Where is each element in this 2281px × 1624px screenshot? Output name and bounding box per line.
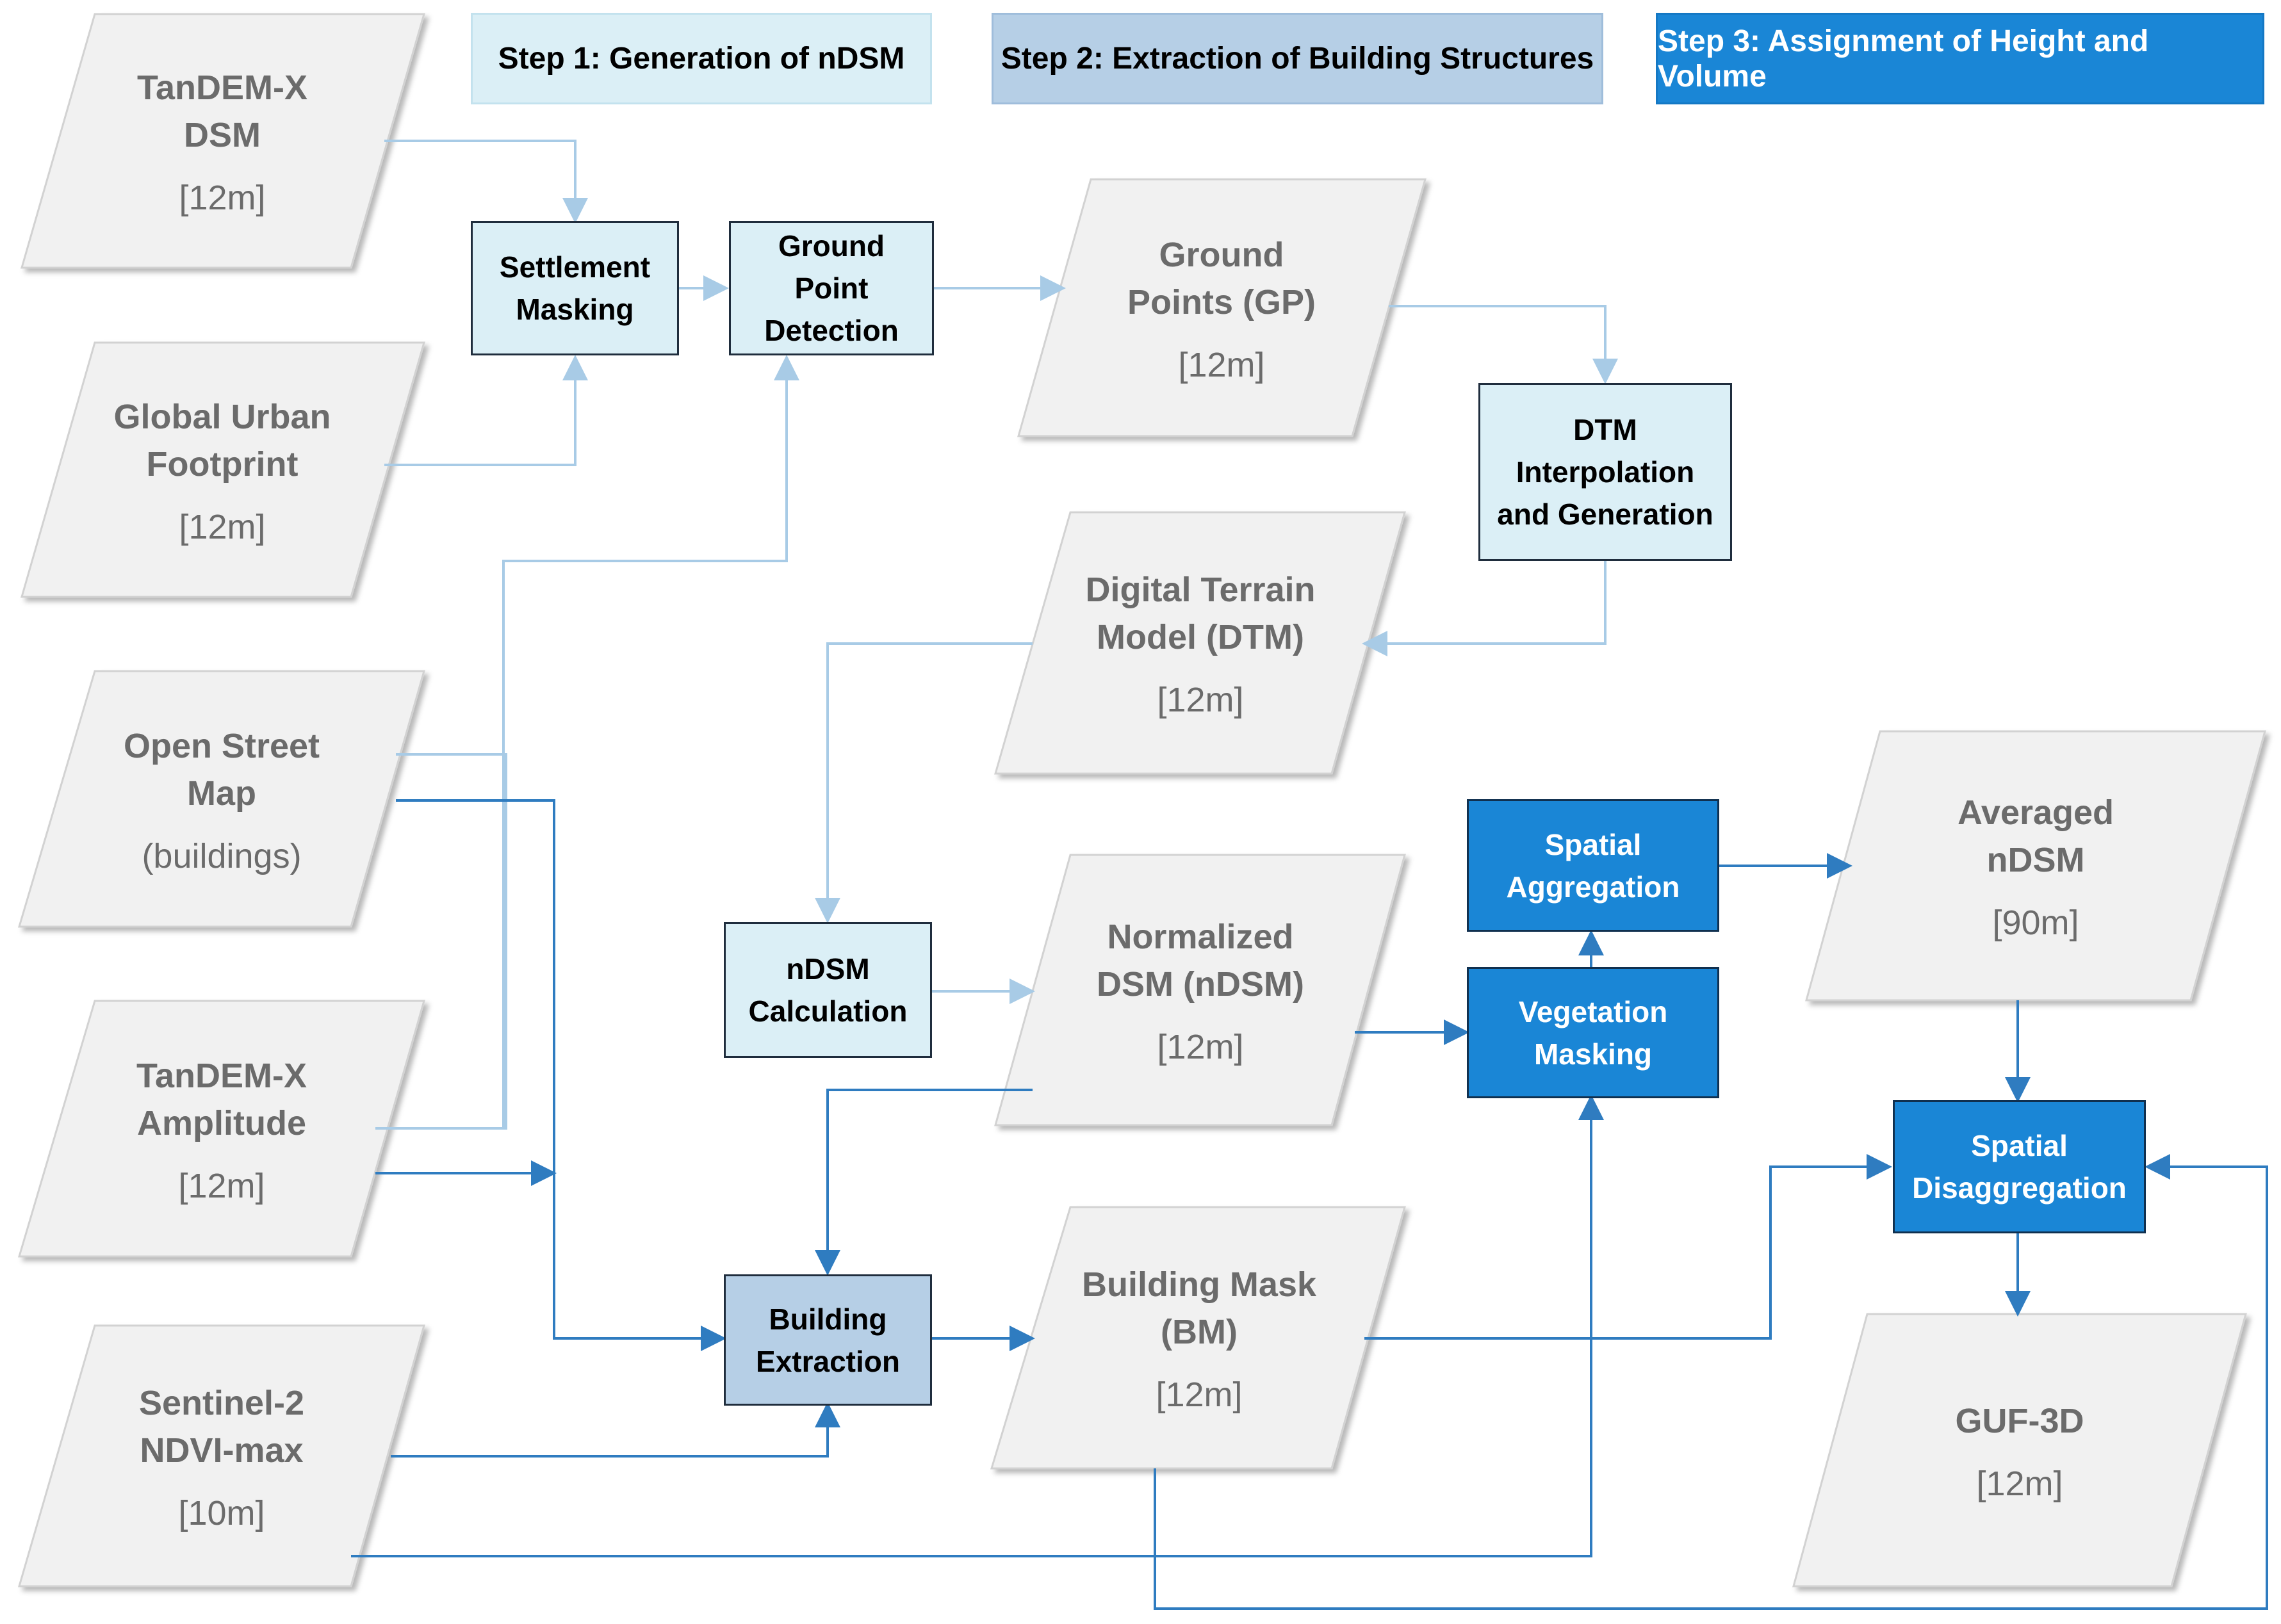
node-dtm-res: [12m] <box>1157 681 1244 719</box>
node-avg-ndsm-title: Averaged nDSM <box>1957 793 2114 879</box>
arrow-ndsm-to-building-extraction <box>815 1089 1033 1276</box>
legend-step-3: Step 3: Assignment of Height and Volume <box>1656 13 2264 104</box>
node-bm-title: Building Mask (BM) <box>1081 1265 1317 1351</box>
node-guf: Global Urban Footprint [12m] <box>58 343 387 597</box>
arrow-dsm-to-settlement <box>384 140 588 223</box>
node-dtm-title: Digital Terrain Model (DTM) <box>1085 571 1316 656</box>
node-osm: Open Street Map (buildings) <box>56 671 387 927</box>
node-sentinel-res: [10m] <box>178 1493 265 1532</box>
tandem-amp-shape <box>17 1000 425 1258</box>
node-dtm: Digital Terrain Model (DTM) [12m] <box>1033 512 1368 774</box>
node-ground-points-res: [12m] <box>1178 345 1265 384</box>
tandem-dsm-shape <box>20 13 425 269</box>
node-tandem-dsm-title: TanDEM-X DSM <box>137 69 307 154</box>
node-avg-ndsm-res: [90m] <box>1992 904 2079 942</box>
node-tandem-dsm-res: [12m] <box>179 179 266 217</box>
node-guf-title: Global Urban Footprint <box>113 397 331 483</box>
node-tandem-amp-res: [12m] <box>178 1166 265 1205</box>
data-node-shapes <box>17 13 2266 1587</box>
node-ndsm-title: Normalized DSM (nDSM) <box>1097 918 1304 1003</box>
sentinel-shape <box>18 1324 425 1587</box>
process-ndsm-calculation: nDSM Calculation <box>724 922 932 1058</box>
ground-points-shape <box>1017 178 1427 437</box>
node-bm: Building Mask (BM) [12m] <box>1030 1207 1368 1468</box>
arrow-dtm-to-ndsm-calc <box>815 642 1033 923</box>
node-sentinel-title: Sentinel-2 NDVI-max <box>138 1383 305 1470</box>
process-spatial-aggregation: Spatial Aggregation <box>1467 799 1719 932</box>
node-osm-title: Open Street Map <box>123 726 320 813</box>
step23-connectors <box>351 799 2268 1610</box>
process-building-extraction: Building Extraction <box>724 1274 932 1406</box>
legend-step-2: Step 2: Extraction of Building Structure… <box>992 13 1603 104</box>
osm-shape <box>17 670 425 928</box>
process-vegetation-masking: Vegetation Masking <box>1467 967 1719 1098</box>
process-dtm-interpolation: DTM Interpolation and Generation <box>1478 383 1732 561</box>
arrow-dtm-interp-to-dtm <box>1362 561 1607 656</box>
node-ndsm-res: [12m] <box>1157 1028 1244 1066</box>
ndsm-shape <box>994 854 1406 1126</box>
node-tandem-amp-title: TanDEM-X Amplitude <box>136 1056 307 1142</box>
arrow-sentinel-to-vegetation <box>351 1094 1604 1557</box>
node-tandem-amp: TanDEM-X Amplitude [12m] <box>56 1001 387 1256</box>
process-ground-point-detection: Ground Point Detection <box>729 221 934 355</box>
dtm-shape <box>994 511 1406 775</box>
node-ground-points-title: Ground Points (GP) <box>1127 235 1316 321</box>
arrow-osm-to-building-extraction <box>396 799 726 1351</box>
bm-shape <box>990 1206 1406 1470</box>
node-avg-ndsm: Averaged nDSM [90m] <box>1844 731 2228 1000</box>
arrow-osm-amp-to-gpd <box>375 355 799 1130</box>
node-sentinel: Sentinel-2 NDVI-max [10m] <box>56 1326 387 1586</box>
arrow-gp-to-dtm-interp <box>1389 305 1618 384</box>
legend-step-1: Step 1: Generation of nDSM <box>471 13 932 104</box>
node-bm-res: [12m] <box>1156 1376 1243 1414</box>
arrow-bm-loop-to-disaggregation <box>1154 1154 2268 1610</box>
node-guf-res: [12m] <box>179 507 266 546</box>
process-spatial-disaggregation: Spatial Disaggregation <box>1893 1100 2146 1233</box>
guf3d-shape <box>1792 1313 2247 1587</box>
arrow-bm-to-disaggregation <box>1364 1154 1892 1340</box>
node-guf3d: GUF-3D [12m] <box>1831 1314 2209 1586</box>
node-osm-res: (buildings) <box>142 836 302 875</box>
node-guf3d-res: [12m] <box>1976 1464 2063 1503</box>
node-ground-points: Ground Points (GP) [12m] <box>1054 179 1389 436</box>
process-settlement-masking: Settlement Masking <box>471 221 679 355</box>
avg-ndsm-shape <box>1805 730 2266 1002</box>
node-tandem-dsm: TanDEM-X DSM [12m] <box>58 14 387 268</box>
node-guf3d-title: GUF-3D <box>1955 1401 2084 1440</box>
node-ndsm: Normalized DSM (nDSM) [12m] <box>1033 855 1368 1125</box>
step1-connectors <box>375 140 1618 1130</box>
guf-shape <box>20 341 425 598</box>
arrow-sentinel-to-building-extraction <box>391 1402 840 1458</box>
arrow-guf-to-settlement <box>384 355 588 466</box>
